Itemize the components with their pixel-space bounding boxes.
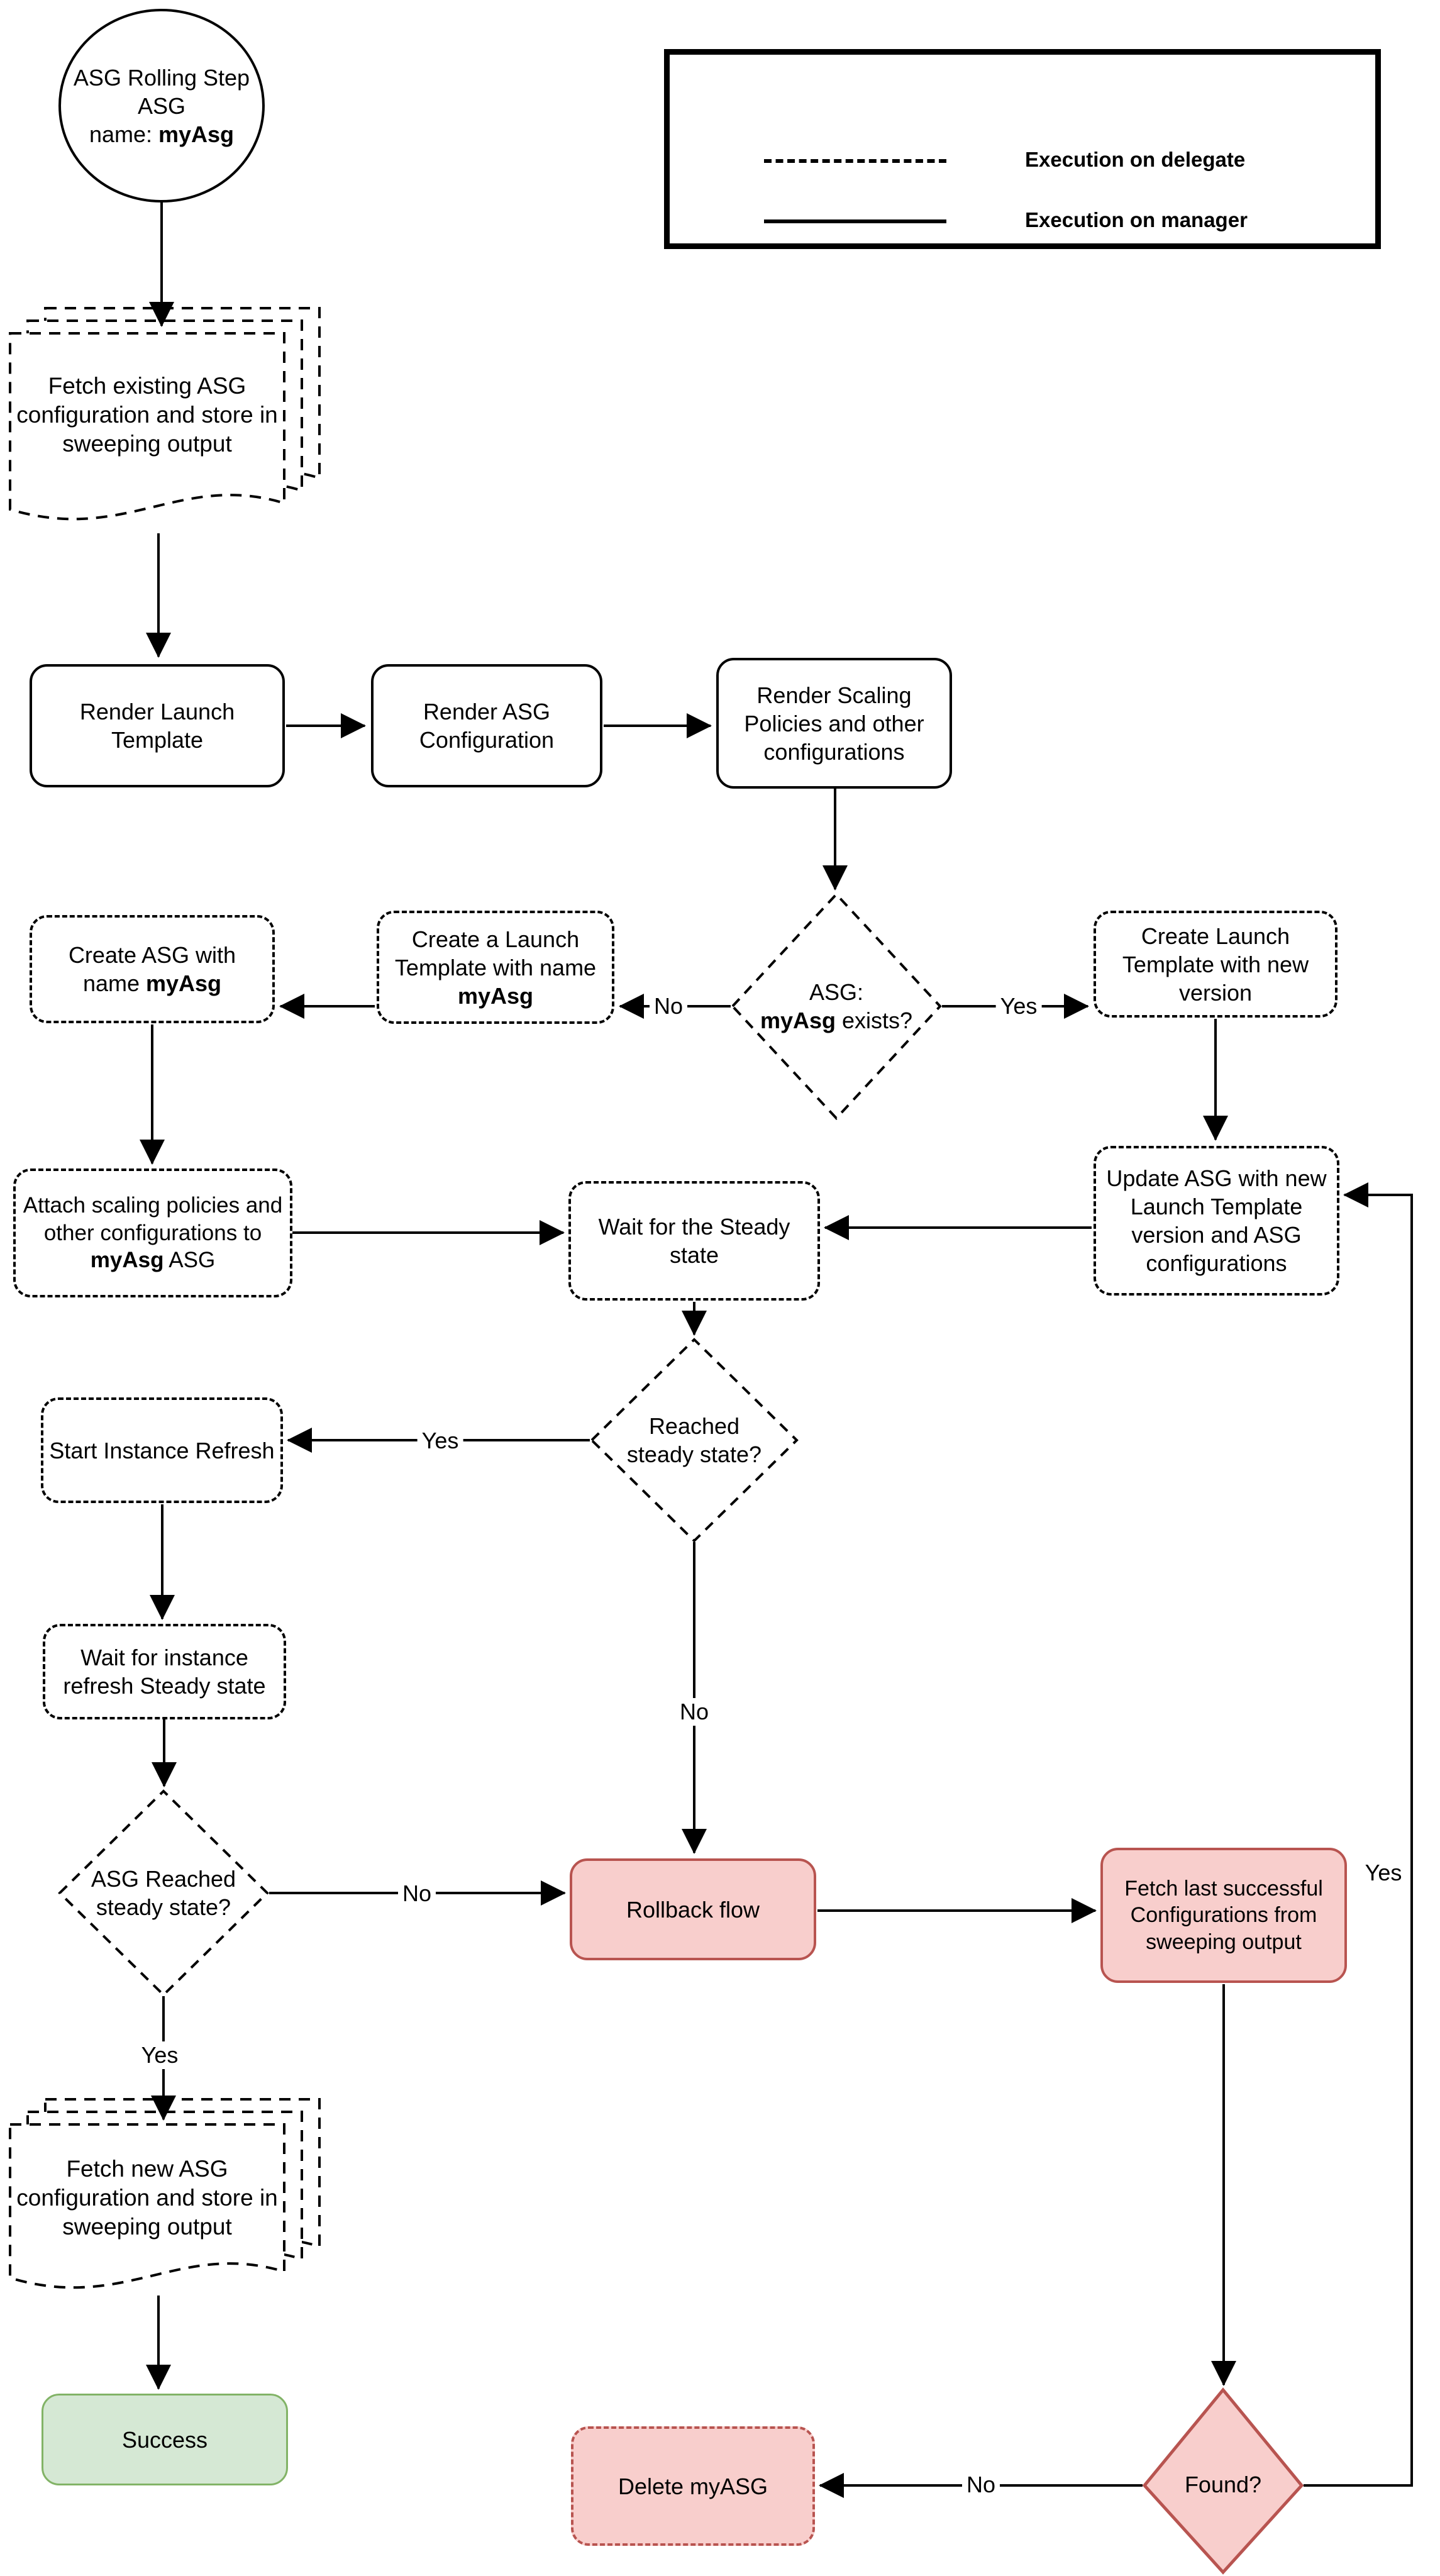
edge-found-yes-loop [1304, 1182, 1413, 2487]
legend-manager-label: Execution on manager [1025, 208, 1248, 231]
success-label: Success [121, 2426, 208, 2453]
delete-myasg-label: Delete myASG [618, 2473, 768, 2499]
fetch-existing-doc-shape [9, 307, 321, 521]
edges [140, 201, 1413, 2498]
fetch-new-doc-shape [9, 2098, 321, 2289]
wait-steady-state-node: Wait for the Steady state [568, 1181, 820, 1301]
edge-label-found-no: No [961, 2471, 1000, 2499]
rollback-flow-node: Rollback flow [570, 1858, 816, 1960]
asg-reached-diamond-shape [58, 1789, 269, 1997]
create-asg-node: Create ASG with name myAsg [30, 915, 275, 1023]
fetch-last-successful-label: Fetch last successful Configurations fro… [1124, 1876, 1323, 1954]
edge-label-asg-reached-yes: Yes [136, 2041, 183, 2069]
edge-label-asg-reached-no: No [397, 1880, 436, 1907]
update-asg-label: Update ASG with new Launch Template vers… [1106, 1165, 1327, 1276]
asg-exists-diamond-shape [731, 892, 942, 1120]
found-diamond-shape [1142, 2387, 1304, 2575]
render-scaling-policies-node: Render Scaling Policies and other config… [716, 658, 952, 789]
wait-steady-state-label: Wait for the Steady state [598, 1214, 790, 1268]
edge-label-reached-no: No [675, 1698, 714, 1726]
legend-dashed-line-sample [764, 159, 946, 163]
reached-steady-diamond-shape [590, 1338, 799, 1543]
success-node: Success [42, 2394, 288, 2485]
start-circle-shape [58, 9, 265, 203]
edge-label-exists-no: No [649, 992, 688, 1020]
rollback-flow-label: Rollback flow [626, 1896, 760, 1923]
edge-label-exists-yes: Yes [995, 992, 1042, 1020]
create-asg-label: Create ASG with name myAsg [68, 942, 236, 996]
attach-scaling-policies-node: Attach scaling policies and other config… [13, 1169, 292, 1297]
start-instance-refresh-node: Start Instance Refresh [41, 1397, 283, 1503]
wait-instance-refresh-label: Wait for instance refresh Steady state [63, 1645, 266, 1699]
render-launch-template-node: Render Launch Template [30, 664, 285, 787]
render-scaling-policies-label: Render Scaling Policies and other config… [744, 682, 924, 765]
create-launch-template-named-label: Create a Launch Template with name myAsg [394, 926, 597, 1009]
start-instance-refresh-label: Start Instance Refresh [49, 1437, 275, 1463]
legend-solid-line-sample [764, 219, 946, 223]
edge-label-reached-yes: Yes [417, 1427, 463, 1455]
render-launch-template-label: Render Launch Template [79, 699, 235, 753]
legend-delegate-label: Execution on delegate [1025, 148, 1246, 171]
update-asg-node: Update ASG with new Launch Template vers… [1094, 1146, 1339, 1296]
render-asg-configuration-node: Render ASG Configuration [371, 664, 602, 787]
attach-scaling-policies-label: Attach scaling policies and other config… [23, 1192, 283, 1273]
edge-label-found-yes: Yes [1360, 1859, 1407, 1887]
render-asg-configuration-label: Render ASG Configuration [419, 699, 555, 753]
legend-box: Execution on delegate Execution on manag… [664, 49, 1381, 249]
fetch-last-successful-node: Fetch last successful Configurations fro… [1100, 1848, 1347, 1983]
create-launch-template-named-node: Create a Launch Template with name myAsg [377, 911, 614, 1024]
delete-myasg-node: Delete myASG [571, 2426, 815, 2546]
wait-instance-refresh-node: Wait for instance refresh Steady state [43, 1624, 286, 1719]
create-launch-template-new-node: Create Launch Template with new version [1094, 911, 1338, 1018]
create-launch-template-new-label: Create Launch Template with new version [1122, 923, 1309, 1006]
